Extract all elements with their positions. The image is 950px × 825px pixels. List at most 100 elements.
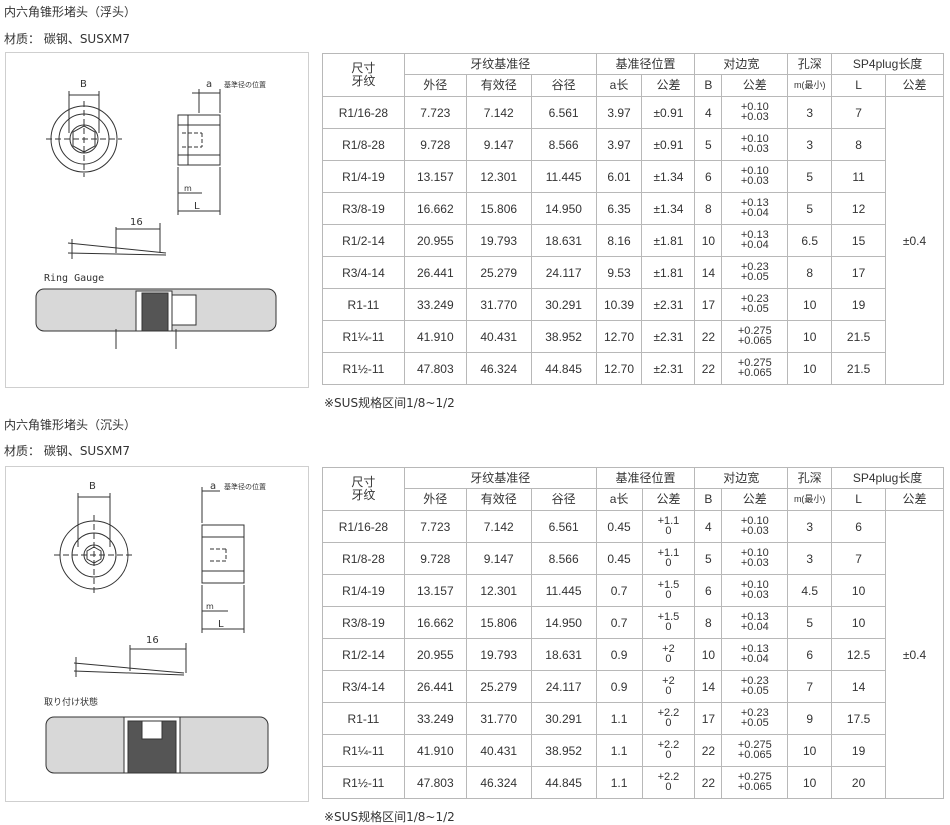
- table-cell: 13.157: [403, 160, 467, 193]
- table-cell: R3/4-14: [322, 670, 405, 703]
- tolerance-cell: +0.23+0.05: [721, 702, 789, 735]
- table-cell: 4: [694, 96, 723, 129]
- table-cell: 44.845: [530, 766, 597, 799]
- table-cell: 17: [694, 288, 723, 321]
- tolerance-cell: +0.10+0.03: [721, 160, 789, 193]
- table-cell: 3: [787, 542, 833, 575]
- header-a-length: a长: [595, 488, 643, 511]
- table-cell: 5: [787, 192, 833, 225]
- table-cell: 16.662: [403, 606, 467, 639]
- table-cell: 46.324: [465, 766, 532, 799]
- header-root: 谷径: [530, 74, 597, 97]
- table-cell: 6: [787, 638, 833, 671]
- table-cell: ±1.34: [641, 192, 696, 225]
- sus-note: ※SUS规格区间1/8~1/2: [324, 810, 455, 824]
- dim-a-label: a: [206, 79, 212, 90]
- table-cell: 19.793: [465, 224, 532, 257]
- table-cell: 20: [831, 766, 887, 799]
- table-cell: ±1.81: [641, 256, 696, 289]
- header-outer: 外径: [403, 488, 467, 511]
- tolerance-cell: +0.13+0.04: [721, 224, 789, 257]
- table-cell: 8.566: [530, 128, 597, 161]
- plug-side-body: [177, 114, 221, 166]
- table-cell: 14.950: [530, 192, 597, 225]
- table-cell: 46.324: [465, 352, 532, 385]
- table-cell: 15: [831, 224, 887, 257]
- tolerance-cell: +0.10+0.03: [721, 96, 789, 129]
- table-cell: R1/8-28: [322, 542, 405, 575]
- table-cell: 38.952: [530, 734, 597, 767]
- dim-l-label: L: [194, 201, 200, 212]
- header-base-diameter: 牙纹基准径: [403, 53, 597, 75]
- table-cell: R1¼-11: [322, 734, 405, 767]
- spec-table-floating: 尺寸牙纹 牙纹基准径 基准径位置 对边宽 孔深 SP4plug长度 外径 有效径…: [322, 53, 944, 385]
- dim-a-label: a: [210, 481, 216, 492]
- table-cell: 41.910: [403, 734, 467, 767]
- table-cell: 30.291: [530, 702, 597, 735]
- product-drawing: B a 基準径の位置 m L 16 Ring Gauge: [5, 52, 309, 388]
- table-cell: 13.157: [403, 574, 467, 607]
- table-cell: R1-11: [322, 702, 405, 735]
- tolerance-cell: +0.10+0.03: [721, 510, 789, 543]
- table-cell: R1/8-28: [322, 128, 405, 161]
- material-label: 材质： 碳钢、SUSXM7: [4, 32, 131, 46]
- table-cell: ±1.81: [641, 224, 696, 257]
- table-cell: 26.441: [403, 670, 467, 703]
- table-cell: 15.806: [465, 192, 532, 225]
- table-cell: 22: [694, 320, 723, 353]
- table-cell: 7.723: [403, 96, 467, 129]
- table-cell: 9.728: [403, 542, 467, 575]
- material-label: 材质： 碳钢、SUSXM7: [4, 444, 131, 458]
- table-cell: 10: [831, 574, 887, 607]
- table-cell: 9.147: [465, 128, 532, 161]
- table-cell: R1/4-19: [322, 160, 405, 193]
- table-cell: 8: [694, 192, 723, 225]
- header-a-tol: 公差: [641, 488, 696, 511]
- table-cell: 9.728: [403, 128, 467, 161]
- table-cell: 21.5: [831, 320, 887, 353]
- table-cell: 10: [787, 734, 833, 767]
- table-cell: 9: [787, 702, 833, 735]
- table-cell: 10: [787, 352, 833, 385]
- table-cell: 10: [831, 606, 887, 639]
- table-cell: R1/2-14: [322, 224, 405, 257]
- header-effective: 有效径: [465, 74, 532, 97]
- table-cell: ±2.31: [641, 288, 696, 321]
- table-cell: ±1.34: [641, 160, 696, 193]
- table-cell: ±2.31: [641, 320, 696, 353]
- table-cell: 7.723: [403, 510, 467, 543]
- table-cell: 14: [831, 670, 887, 703]
- dim-16-label: 16: [130, 217, 143, 228]
- table-cell: 24.117: [530, 256, 597, 289]
- sus-note: ※SUS规格区间1/8~1/2: [324, 396, 455, 410]
- header-hole-depth: 孔深: [787, 467, 833, 489]
- section-title: 内六角锥形堵头（沉头）: [4, 418, 137, 432]
- table-cell: R3/8-19: [322, 606, 405, 639]
- table-cell: ±2.31: [641, 352, 696, 385]
- table-cell: 33.249: [403, 702, 467, 735]
- table-cell: 19: [831, 288, 887, 321]
- table-cell: 40.431: [465, 320, 532, 353]
- table-cell: 30.291: [530, 288, 597, 321]
- header-outer: 外径: [403, 74, 467, 97]
- table-cell: R3/4-14: [322, 256, 405, 289]
- table-cell: 10.39: [595, 288, 643, 321]
- tolerance-cell: +0.23+0.05: [721, 670, 789, 703]
- tolerance-cell: +0.13+0.04: [721, 638, 789, 671]
- table-cell: R1-11: [322, 288, 405, 321]
- table-cell: 16.662: [403, 192, 467, 225]
- drawing-svg: B a 基準径の位置 m L 16 取り付け状態: [44, 481, 269, 774]
- table-cell: 22: [694, 766, 723, 799]
- table-cell: 10: [787, 766, 833, 799]
- table-cell: 3: [787, 128, 833, 161]
- table-cell: 31.770: [465, 288, 532, 321]
- table-cell: 8.566: [530, 542, 597, 575]
